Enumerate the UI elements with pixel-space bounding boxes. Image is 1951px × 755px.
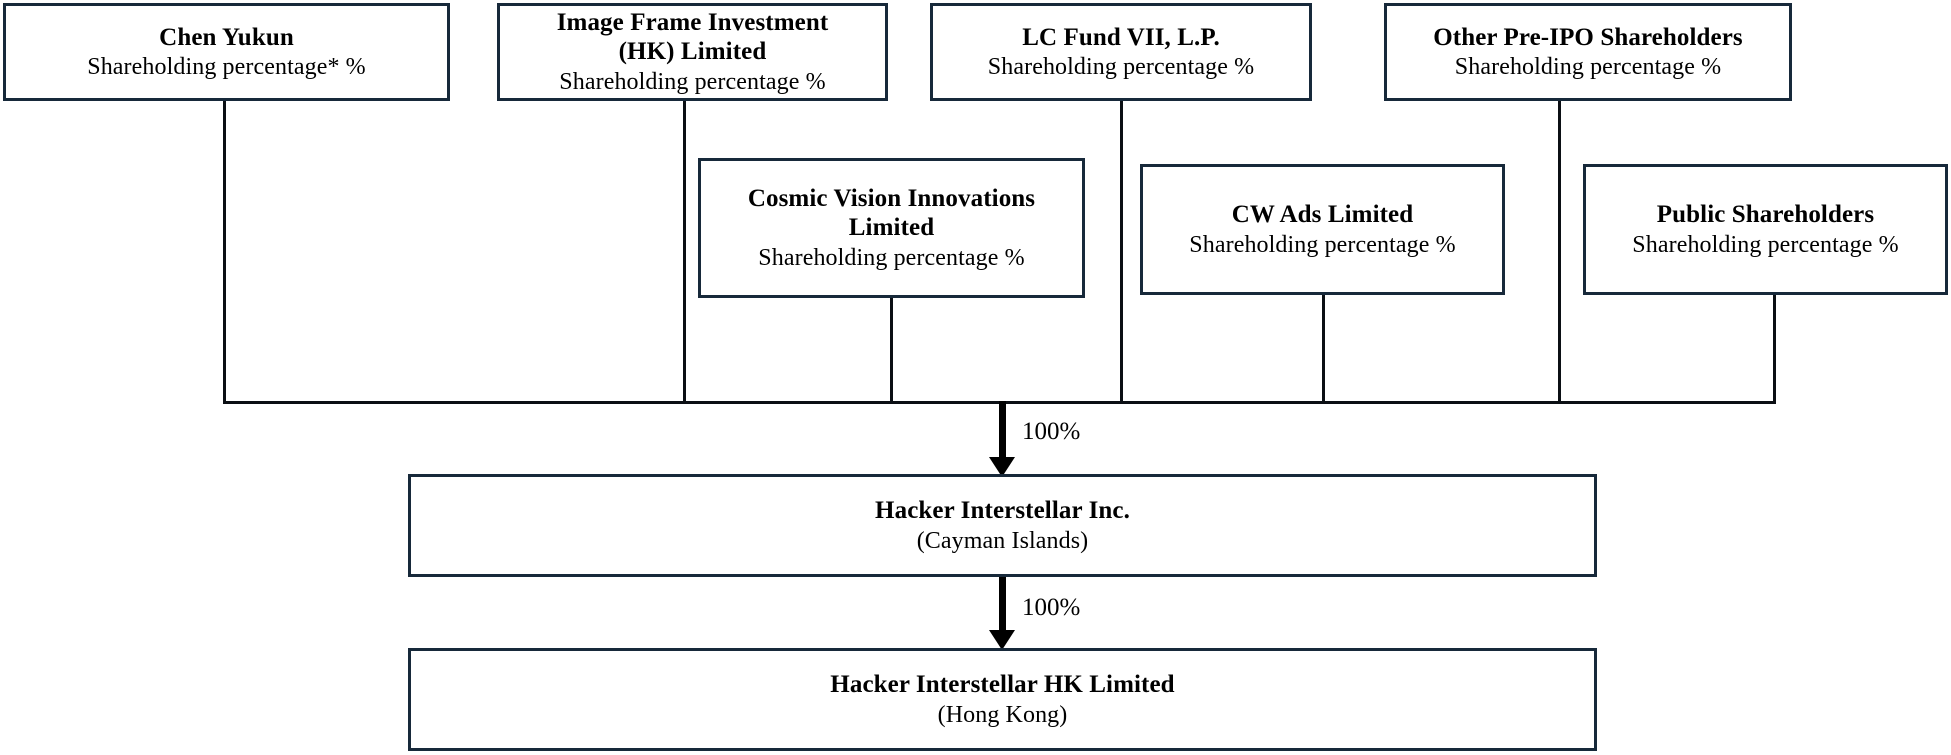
- node-subtitle: Shareholding percentage* %: [87, 54, 366, 81]
- node-image-frame-investment[interactable]: Image Frame Investment (HK) Limited Shar…: [497, 3, 888, 101]
- node-public-shareholders[interactable]: Public Shareholders Shareholding percent…: [1583, 164, 1948, 295]
- node-subtitle: (Hong Kong): [937, 701, 1068, 728]
- arrow-label-100-percent-cayman: 100%: [1022, 418, 1081, 445]
- connector-lc-fund-drop: [1120, 101, 1123, 404]
- node-title: Other Pre-IPO Shareholders: [1433, 23, 1743, 51]
- connector-other-pre-ipo-drop: [1558, 101, 1561, 404]
- node-subtitle: Shareholding percentage %: [758, 244, 1025, 271]
- node-title: CW Ads Limited: [1231, 201, 1414, 229]
- node-other-pre-ipo-shareholders[interactable]: Other Pre-IPO Shareholders Shareholding …: [1384, 3, 1792, 101]
- node-lc-fund-vii[interactable]: LC Fund VII, L.P. Shareholding percentag…: [930, 3, 1312, 101]
- arrow-head-to-cayman: [989, 457, 1015, 477]
- connector-cw-ads-drop: [1322, 295, 1325, 404]
- arrow-label-100-percent-hong-kong: 100%: [1022, 594, 1081, 621]
- connector-public-shareholders-drop: [1773, 295, 1776, 404]
- arrow-head-to-hong-kong: [989, 630, 1015, 650]
- node-title: Cosmic Vision Innovations Limited: [747, 184, 1036, 242]
- node-title: Image Frame Investment (HK) Limited: [556, 8, 829, 66]
- node-subtitle: Shareholding percentage %: [559, 68, 826, 95]
- node-hacker-interstellar-hk-limited[interactable]: Hacker Interstellar HK Limited (Hong Kon…: [408, 648, 1597, 751]
- node-cw-ads-limited[interactable]: CW Ads Limited Shareholding percentage %: [1140, 164, 1505, 295]
- node-title: Hacker Interstellar Inc.: [875, 497, 1130, 525]
- node-subtitle: (Cayman Islands): [916, 527, 1089, 554]
- node-title: Chen Yukun: [159, 23, 294, 51]
- node-cosmic-vision-innovations[interactable]: Cosmic Vision Innovations Limited Shareh…: [698, 158, 1085, 298]
- node-title: Hacker Interstellar HK Limited: [830, 671, 1175, 699]
- arrow-shaft-to-cayman: [999, 401, 1006, 459]
- node-chen-yukun[interactable]: Chen Yukun Shareholding percentage* %: [3, 3, 450, 101]
- connector-cosmic-vision-drop: [890, 298, 893, 404]
- node-hacker-interstellar-inc[interactable]: Hacker Interstellar Inc. (Cayman Islands…: [408, 474, 1597, 577]
- node-subtitle: Shareholding percentage %: [987, 54, 1255, 81]
- arrow-shaft-to-hong-kong: [999, 577, 1006, 632]
- connector-chen-yukun-drop: [223, 101, 226, 404]
- node-title: LC Fund VII, L.P.: [1022, 23, 1220, 51]
- connector-image-frame-drop: [683, 101, 686, 404]
- node-subtitle: Shareholding percentage %: [1632, 231, 1899, 258]
- node-subtitle: Shareholding percentage %: [1454, 54, 1722, 81]
- node-subtitle: Shareholding percentage %: [1189, 231, 1456, 258]
- node-title: Public Shareholders: [1656, 201, 1875, 229]
